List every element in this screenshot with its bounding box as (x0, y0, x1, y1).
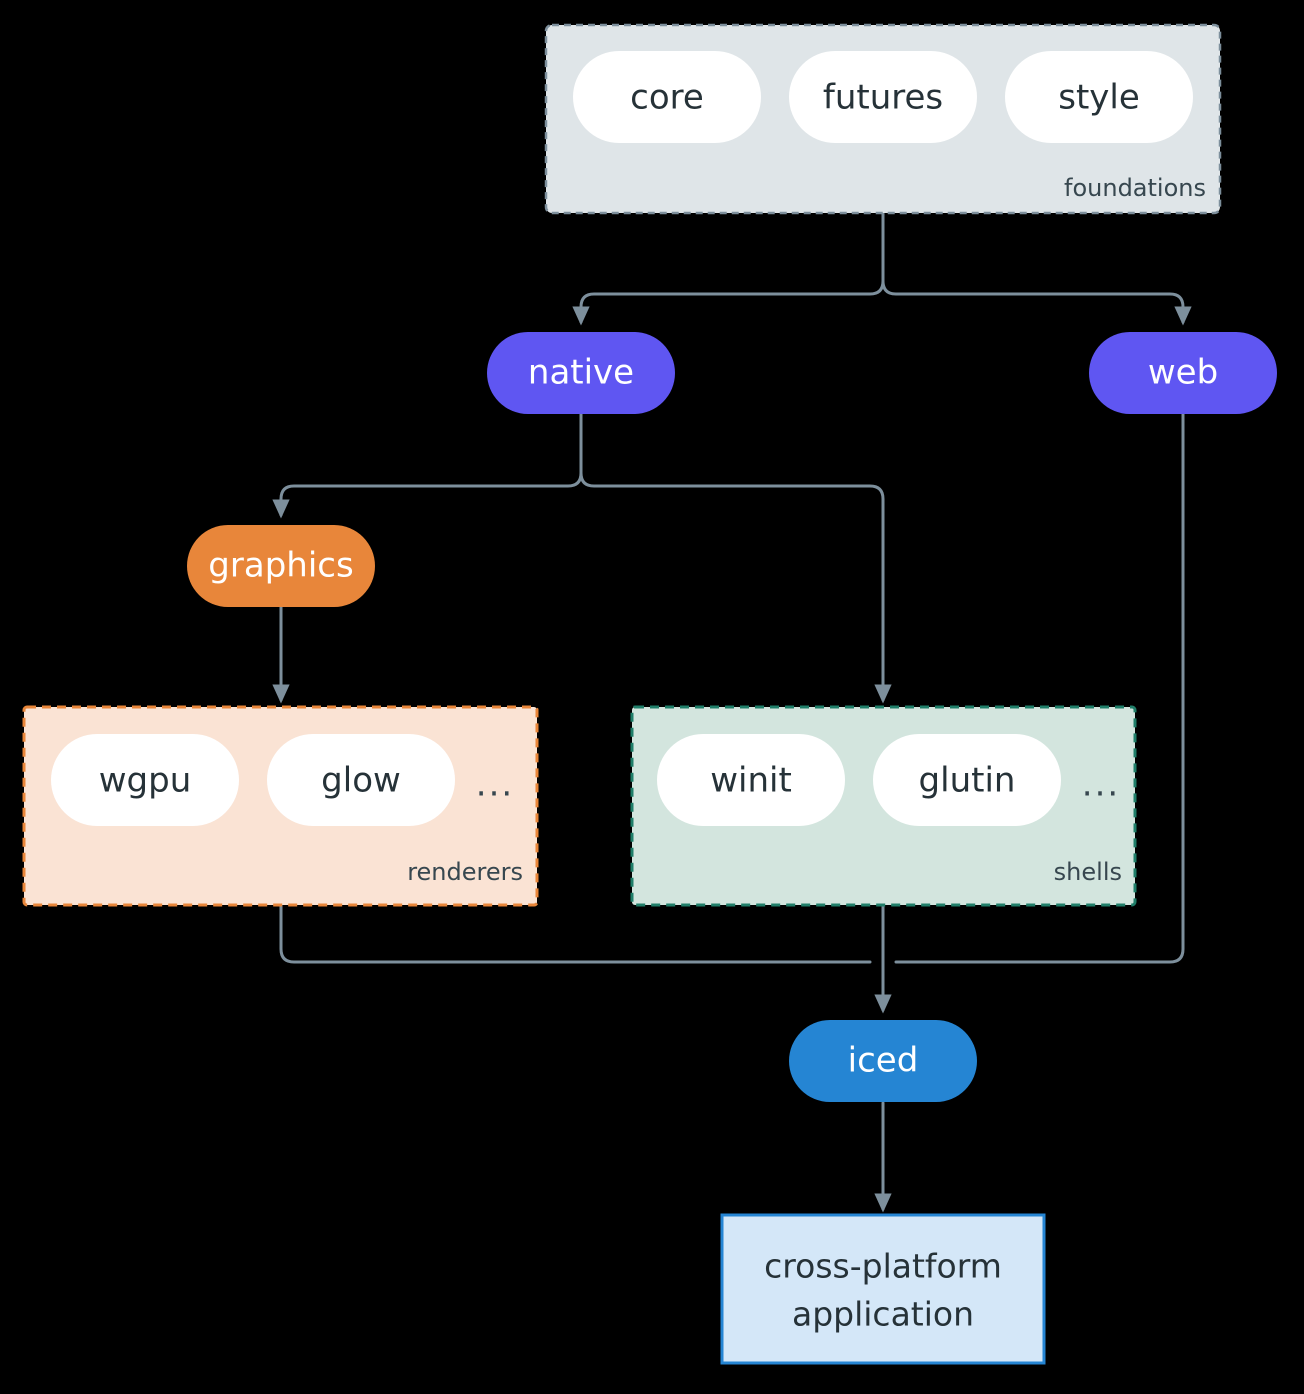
pill-style-shape (1005, 51, 1193, 143)
node-application[interactable]: cross-platform application (720, 1213, 1046, 1365)
foundations-group-label: foundations (1064, 174, 1206, 202)
node-application-shape (720, 1213, 1046, 1365)
pill-futures-shape (789, 51, 977, 143)
pill-core[interactable]: core (573, 51, 761, 143)
edge-layer (272, 212, 1192, 1213)
pill-winit[interactable]: winit (657, 734, 845, 826)
edge-native-shells (579, 412, 892, 704)
node-iced-shape (789, 1020, 977, 1102)
edge-web-iced (894, 412, 1185, 964)
pill-wgpu-shape (51, 734, 239, 826)
node-graphics[interactable]: graphics (187, 525, 375, 607)
renderers-overflow-ellipsis: ... (476, 765, 514, 805)
shells-group-label: shells (1054, 858, 1122, 886)
pill-futures-label: futures (823, 78, 943, 118)
renderers-group-label: renderers (407, 858, 523, 886)
node-native-shape (487, 332, 675, 414)
node-native[interactable]: native (487, 332, 675, 414)
node-native-label: native (528, 353, 634, 393)
pill-glutin-label: glutin (919, 761, 1016, 801)
pill-glutin[interactable]: glutin (873, 734, 1061, 826)
pill-wgpu[interactable]: wgpu (51, 734, 239, 826)
pill-glow-shape (267, 734, 455, 826)
pill-winit-label: winit (710, 761, 792, 801)
edge-native-graphics (272, 412, 583, 519)
node-graphics-shape (187, 525, 375, 607)
node-iced[interactable]: iced (789, 1020, 977, 1102)
pill-glutin-shape (873, 734, 1061, 826)
pill-winit-shape (657, 734, 845, 826)
pill-core-label: core (630, 78, 704, 118)
shells-overflow-ellipsis: ... (1082, 765, 1120, 805)
pill-glow[interactable]: glow (267, 734, 455, 826)
pill-wgpu-label: wgpu (99, 761, 192, 801)
node-web-label: web (1148, 353, 1218, 393)
node-web[interactable]: web (1089, 332, 1277, 414)
node-application-label-line1: cross-platform (764, 1247, 1002, 1286)
group-renderers: wgpu glow ... renderers (22, 705, 539, 907)
pill-style-label: style (1058, 78, 1140, 118)
edge-foundations-native (572, 212, 885, 326)
node-web-shape (1089, 332, 1277, 414)
pill-glow-label: glow (321, 761, 401, 801)
pill-style[interactable]: style (1005, 51, 1193, 143)
node-graphics-label: graphics (208, 546, 353, 586)
node-iced-label: iced (848, 1041, 919, 1081)
node-application-label-line2: application (792, 1295, 974, 1334)
edge-foundations-web (881, 212, 1192, 326)
pill-futures[interactable]: futures (789, 51, 977, 143)
pill-core-shape (573, 51, 761, 143)
group-foundations: core futures style foundations (544, 23, 1222, 215)
edge-renderers-iced (279, 903, 872, 964)
group-shells: winit glutin ... shells (630, 705, 1137, 907)
